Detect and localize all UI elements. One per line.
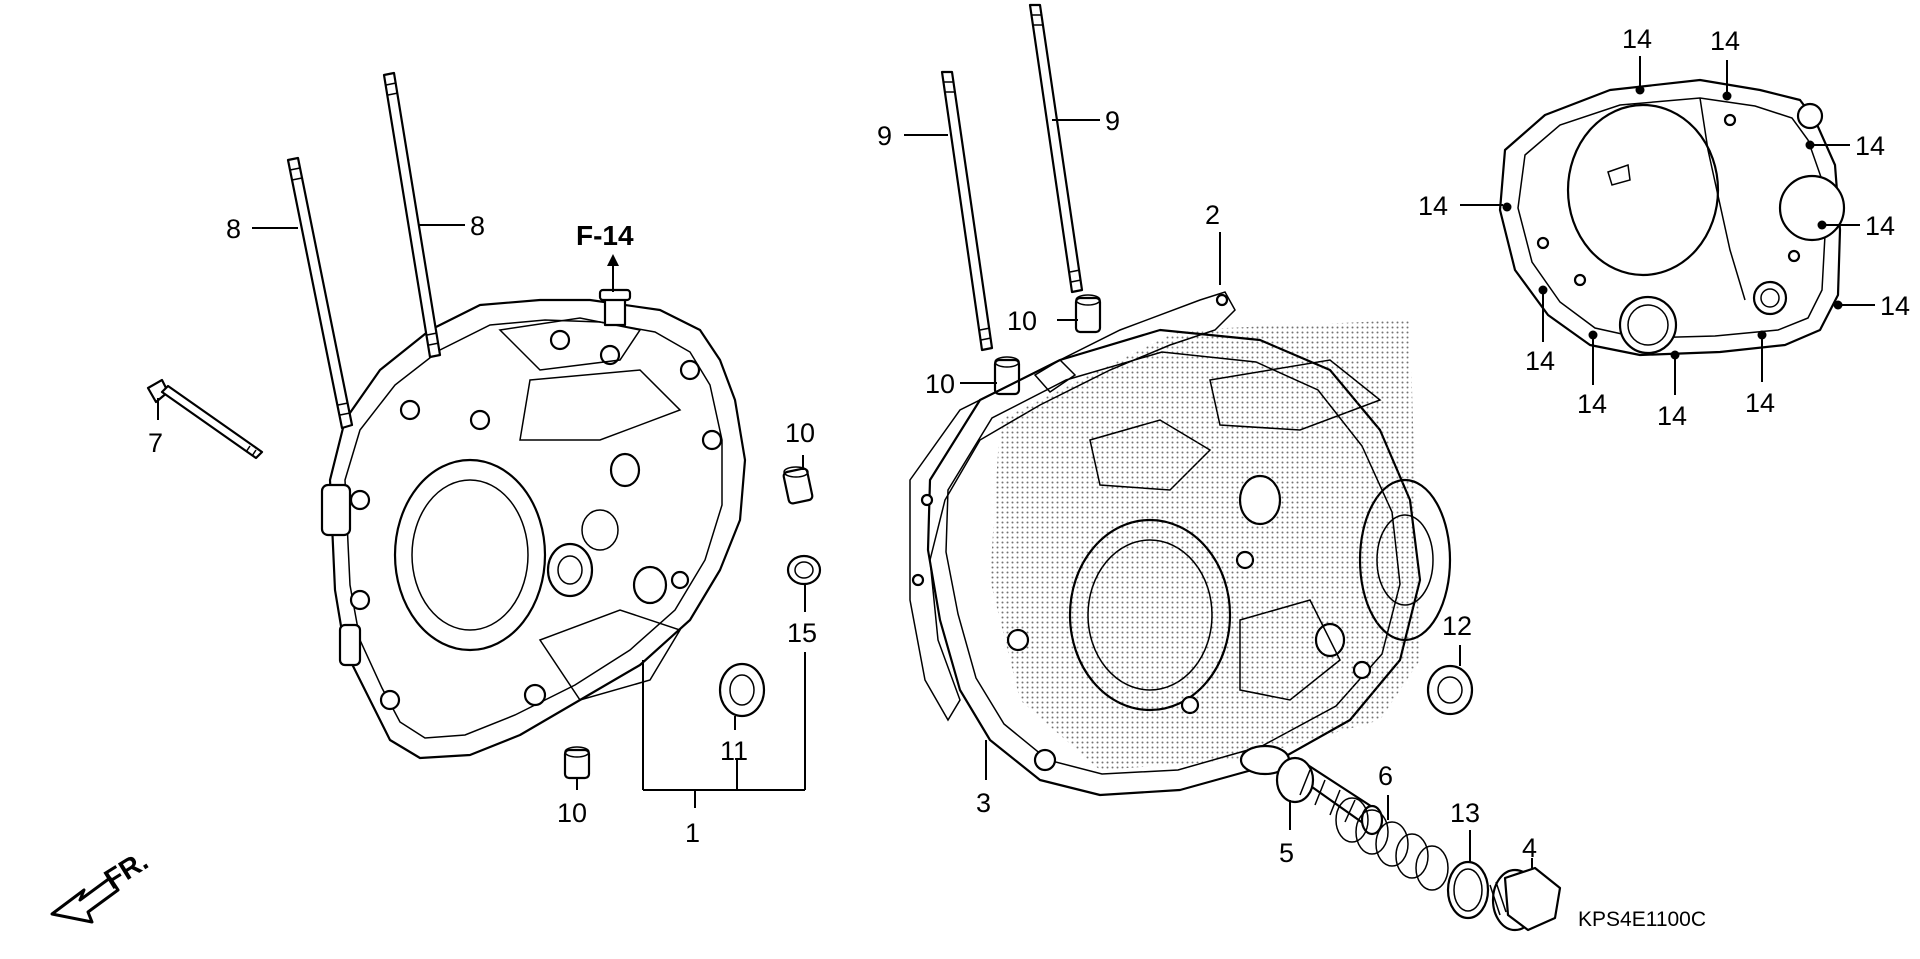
flange-bolt-7	[146, 378, 264, 460]
callout-14-d: 14	[1865, 211, 1895, 241]
callout-14-h: 14	[1577, 389, 1607, 419]
callout-4: 4	[1522, 833, 1537, 863]
stud-bolt-9-right	[1028, 3, 1084, 294]
callout-5: 5	[1279, 838, 1294, 868]
left-crankcase	[320, 288, 747, 760]
dowel-pin-10-a	[782, 466, 814, 505]
stud-bolt-8-left	[286, 156, 354, 430]
callout-labels: 1 2 3 4 5 6 7 8 8 9 9 10 10 10 10 11 12 …	[148, 24, 1910, 931]
callout-14-g: 14	[1525, 346, 1555, 376]
callout-2: 2	[1205, 200, 1220, 230]
callout-7: 7	[148, 428, 163, 458]
crankcase-gasket-2	[909, 291, 1236, 722]
callout-10-c: 10	[1007, 306, 1037, 336]
callout-3: 3	[976, 788, 991, 818]
dowel-pin-10-c	[1074, 294, 1102, 334]
callout-14-f: 14	[1418, 191, 1448, 221]
callout-14-i: 14	[1657, 401, 1687, 431]
drain-bolt-4	[1489, 866, 1562, 932]
callout-14-c: 14	[1855, 131, 1885, 161]
callout-10-a: 10	[785, 418, 815, 448]
callout-10-b: 10	[557, 798, 587, 828]
o-ring-13	[1446, 860, 1490, 920]
spring-6	[1335, 797, 1449, 891]
front-direction-arrow: FR.	[50, 845, 153, 924]
callout-15: 15	[787, 618, 817, 648]
callout-9-left: 9	[877, 121, 892, 151]
leader-lines	[157, 56, 1875, 868]
callout-10-d: 10	[925, 369, 955, 399]
reference-label: F-14	[576, 220, 634, 251]
oil-strainer-5	[1275, 756, 1384, 836]
dowel-pin-10-b	[563, 746, 591, 780]
stud-bolt-8-right	[382, 71, 442, 359]
drawing-code: KPS4E1100C	[1578, 908, 1706, 931]
bearing-11	[718, 662, 766, 718]
dowel-pin-10-d	[993, 356, 1021, 396]
callout-8-left: 8	[226, 214, 241, 244]
callout-9-right: 9	[1105, 106, 1120, 136]
stud-bolt-9-left	[940, 70, 994, 352]
right-crankcase	[926, 320, 1452, 797]
callout-14-e: 14	[1880, 291, 1910, 321]
callout-8-right: 8	[470, 211, 485, 241]
bearing-15	[786, 554, 822, 586]
callout-1: 1	[685, 818, 700, 848]
callout-14-j: 14	[1745, 388, 1775, 418]
side-cover-gasket	[1498, 78, 1846, 357]
callout-14-a: 14	[1622, 24, 1652, 54]
callout-14-b: 14	[1710, 26, 1740, 56]
callout-11: 11	[720, 736, 748, 766]
callout-13: 13	[1450, 798, 1480, 828]
callout-12: 12	[1442, 611, 1472, 641]
oil-seal-12	[1426, 664, 1474, 716]
callout-6: 6	[1378, 761, 1393, 791]
